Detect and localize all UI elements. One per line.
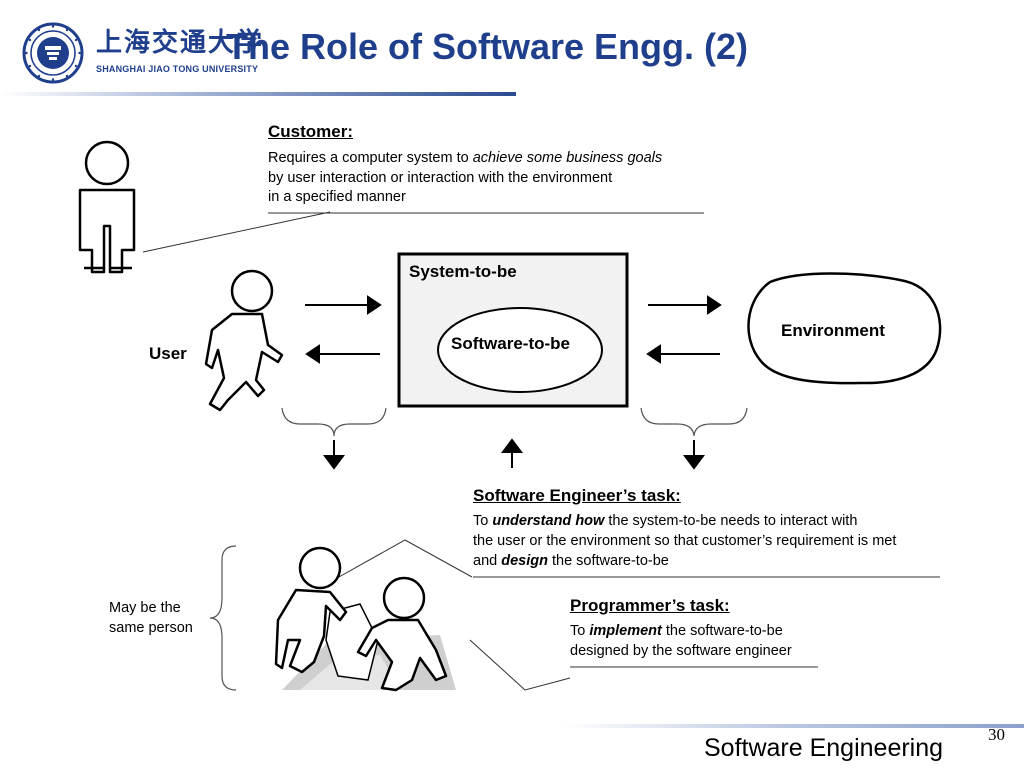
customer-line-2: by user interaction or interaction with … (268, 170, 613, 186)
engineer-line-3: and design the software-to-be (473, 553, 669, 569)
software-label: Software-to-be (451, 334, 570, 353)
programmer-line-1: To implement the software-to-be (570, 623, 783, 639)
programmer-connector (469, 639, 571, 691)
arrow-right-icon (648, 295, 722, 315)
customer-connector (142, 211, 331, 253)
customer-line-3: in a specified manner (268, 189, 406, 205)
arrow-down-icon (323, 440, 345, 470)
arrow-left-icon (646, 344, 720, 364)
programmer-line-2: designed by the software engineer (570, 643, 792, 659)
title-underline (0, 92, 516, 96)
brace-environment (640, 407, 748, 437)
environment-cloud (747, 272, 942, 385)
side-note-line-1: May be the (109, 600, 181, 616)
system-label: System-to-be (409, 262, 517, 281)
customer-heading: Customer: (268, 122, 354, 141)
engineer-connector (329, 539, 473, 583)
university-name-cn: 上海交通大学 (96, 28, 265, 58)
brace-user (281, 407, 387, 437)
university-logo (22, 22, 237, 84)
page-number: 30 (988, 725, 1005, 744)
university-seal-icon (22, 22, 84, 84)
footer-course: Software Engineering (704, 734, 944, 762)
engineer-line-2: the user or the environment so that cust… (473, 533, 897, 549)
engineer-heading: Software Engineer’s task: (473, 486, 681, 505)
software-ellipse (437, 307, 603, 393)
customer-line-1: Requires a computer system to achieve so… (268, 150, 663, 166)
page-title: The Role of Software Engg. (2) (226, 26, 749, 67)
engineer-line-1: To understand how the system-to-be needs… (473, 513, 858, 529)
university-name: SHANGHAI JIAO TONG UNIVERSITY (96, 64, 259, 74)
side-note-line-2: same person (109, 620, 193, 636)
user-figure-icon (204, 269, 284, 412)
arrow-down-icon (683, 440, 705, 470)
footer-rule (560, 724, 1024, 728)
arrow-left-icon (305, 344, 380, 364)
user-label: User (149, 344, 187, 363)
environment-label: Environment (781, 321, 885, 340)
programmers-figure-icon (274, 546, 456, 692)
same-person-bracket (209, 545, 237, 691)
customer-figure-icon (78, 140, 136, 274)
programmer-heading: Programmer’s task: (570, 596, 730, 615)
arrow-right-icon (305, 295, 382, 315)
arrow-up-icon (501, 438, 523, 468)
